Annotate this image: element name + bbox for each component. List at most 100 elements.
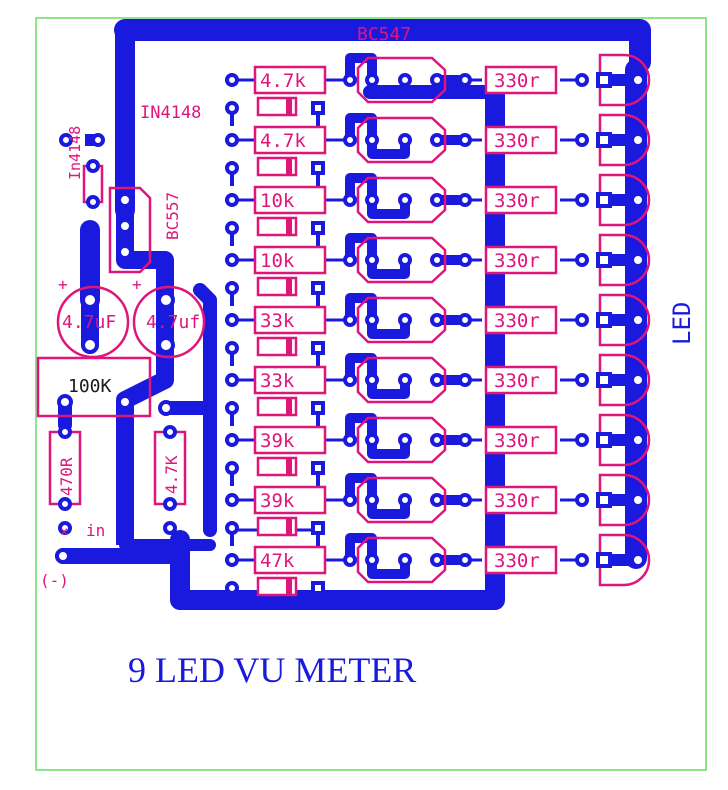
resistor-pad <box>225 493 239 507</box>
led-square-pad <box>596 252 612 268</box>
resistor-left-body <box>253 245 327 275</box>
transistor-pad <box>430 553 444 567</box>
stage: 10k 330r <box>225 173 651 246</box>
resistor-left-label: 4.7k <box>260 70 306 92</box>
led-outline <box>598 53 651 107</box>
transistor-pad <box>365 433 379 447</box>
transistor-pad <box>430 313 444 327</box>
diode-square-pad <box>311 161 325 175</box>
diode-pad <box>225 161 239 175</box>
resistor-right-label: 330r <box>494 430 540 452</box>
diode-cathode-band <box>286 398 292 415</box>
diode-square-pad <box>311 401 325 415</box>
led-square-pad <box>596 552 612 568</box>
transistor-pad <box>365 373 379 387</box>
transistor-pad <box>365 73 379 87</box>
led-outline <box>598 113 651 167</box>
led-pad <box>630 192 646 208</box>
resistor-right-body <box>484 485 558 515</box>
diode-cathode-band <box>286 518 292 535</box>
diode-cathode-band <box>286 578 292 595</box>
led-pad <box>630 132 646 148</box>
resistor-pad <box>225 553 239 567</box>
static-pads <box>55 133 177 564</box>
transistor-outline <box>356 356 447 404</box>
resistor-left-label: 47k <box>260 550 295 572</box>
resistor-left-body <box>253 305 327 335</box>
transistor-pad <box>365 313 379 327</box>
diode-cathode-band <box>286 458 292 475</box>
transistor-pad <box>430 433 444 447</box>
diode-cathode-band <box>286 278 292 295</box>
label-470r: 470R <box>57 457 76 496</box>
transistor-outline <box>356 56 447 104</box>
transistor-pad <box>365 253 379 267</box>
transistor-pad <box>430 493 444 507</box>
resistor-left-label: 4.7k <box>260 130 306 152</box>
input-x-mark: × <box>60 524 68 540</box>
label-cap2: 4.7uf <box>146 312 200 333</box>
transistor-pad <box>430 193 444 207</box>
led-outline <box>598 233 651 287</box>
resistor-right-body <box>484 125 558 155</box>
diode-pad <box>225 221 239 235</box>
led-outline <box>598 413 651 467</box>
resistor-right-label: 330r <box>494 550 540 572</box>
resistor-left-label: 10k <box>260 190 295 212</box>
resistor-pad <box>343 493 357 507</box>
resistor-right-body <box>484 305 558 335</box>
cap1-plus: + <box>58 275 68 294</box>
resistor-pad <box>225 73 239 87</box>
led-square-pad <box>596 132 612 148</box>
resistor-pad <box>458 193 472 207</box>
resistor-right-body <box>484 245 558 275</box>
transistor-pad <box>398 193 412 207</box>
led-pad <box>630 72 646 88</box>
resistor-right-label: 330r <box>494 250 540 272</box>
resistor-left-body <box>253 365 327 395</box>
resistor-pad <box>458 313 472 327</box>
resistor-right-label: 330r <box>494 190 540 212</box>
resistor-pad <box>458 493 472 507</box>
resistor-pad <box>343 133 357 147</box>
led-pad <box>630 432 646 448</box>
resistor-pad <box>343 373 357 387</box>
label-bc557: BC557 <box>163 192 182 240</box>
resistor-pad <box>225 253 239 267</box>
resistor-pad <box>225 133 239 147</box>
resistor-right-body <box>484 65 558 95</box>
led-outline <box>598 533 651 587</box>
resistor-pad <box>225 373 239 387</box>
label-4-7k: 4.7K <box>162 455 181 494</box>
led-outline <box>598 353 651 407</box>
diode-pad <box>225 461 239 475</box>
label-cap1: 4.7uF <box>62 312 116 333</box>
resistor-pad <box>458 553 472 567</box>
transistor-outline <box>356 476 447 524</box>
led-square-pad <box>596 192 612 208</box>
transistor-pad <box>398 133 412 147</box>
led-outline <box>598 473 651 527</box>
transistor-pad <box>398 373 412 387</box>
resistor-pad <box>225 313 239 327</box>
cap2-plus: + <box>132 275 142 294</box>
led-outline <box>598 173 651 227</box>
resistor-pad <box>575 133 589 147</box>
led-square-pad <box>596 312 612 328</box>
label-input: in <box>86 521 105 540</box>
transistor-pad <box>365 493 379 507</box>
label-minus: (-) <box>40 571 69 590</box>
resistor-pad <box>343 433 357 447</box>
resistor-left-body <box>253 545 327 575</box>
resistor-pad <box>575 433 589 447</box>
diode-square-pad <box>311 101 325 115</box>
resistor-pad <box>225 193 239 207</box>
resistor-left-body <box>253 425 327 455</box>
led-outline <box>598 293 651 347</box>
resistor-pad <box>458 373 472 387</box>
